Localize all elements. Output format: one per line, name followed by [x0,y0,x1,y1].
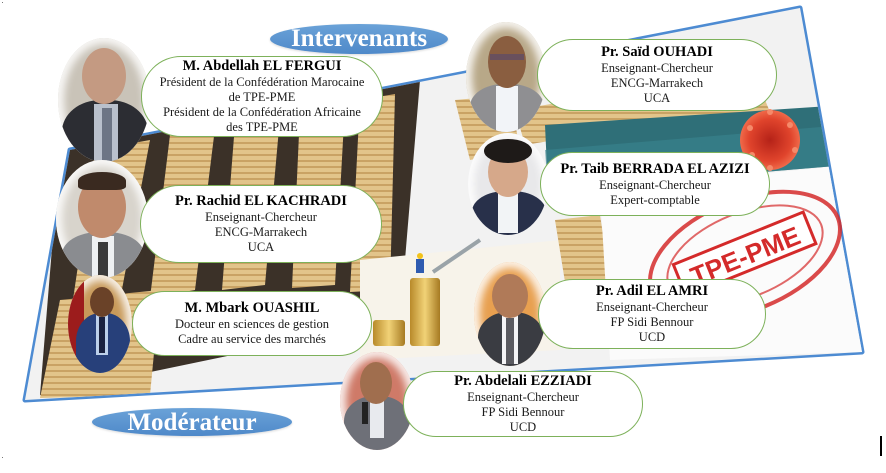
speaker-detail: de TPE-PME [228,90,296,104]
speaker-detail: ENCG-Marrakech [610,76,704,90]
speaker-detail: Enseignant-Chercheur [599,177,711,192]
speaker-detail: des TPE-PME [226,120,298,134]
speaker-detail: ENCG-Marrakech [214,225,308,239]
speaker-card-ouhadi: Pr. Saïd OUHADI Enseignant-Chercheur ENC… [537,39,777,111]
speaker-name: Pr. Adil EL AMRI [595,283,709,299]
speaker-detail: Enseignant-Chercheur [601,61,713,75]
speaker-card-berrada-el-azizi: Pr. Taib BERRADA EL AZIZI Enseignant-Che… [540,152,770,216]
speaker-card-ouashil: M. Mbark OUASHIL Docteur en sciences de … [132,291,372,356]
speakers-heading-banner: Intervenants [270,24,448,54]
speaker-detail: Président de la Confédération Marocaine [159,75,365,89]
moderator-detail: UCD [509,420,537,434]
moderator-detail: Enseignant-Chercheur [467,390,579,404]
speaker-detail: UCA [247,240,275,254]
speaker-photo-berrada-el-azizi [468,133,548,235]
speaker-name: Pr. Taib BERRADA EL AZIZI [560,160,750,177]
speaker-name: M. Abdellah EL FERGUI [182,58,342,74]
moderator-card-ezziadi: Pr. Abdelali EZZIADI Enseignant-Chercheu… [403,371,643,437]
text-cursor [880,436,882,456]
speaker-name: Pr. Rachid EL KACHRADI [175,193,347,209]
stray-pixel [2,2,3,3]
moderator-name: Pr. Abdelali EZZIADI [454,373,592,389]
speaker-name: M. Mbark OUASHIL [184,300,320,316]
coin-stacks [373,238,482,346]
speaker-photo-ouashil [68,275,132,373]
speaker-detail: Président de la Confédération Africaine [163,105,361,119]
speaker-card-el-amri: Pr. Adil EL AMRI Enseignant-Chercheur FP… [538,279,766,349]
stray-pixel [2,457,3,458]
speaker-detail: UCA [643,91,671,105]
speaker-detail: Cadre au service des marchés [178,332,326,346]
speaker-detail: Expert-comptable [610,192,700,207]
speaker-photo-el-fergui [58,38,150,162]
speaker-detail: Enseignant-Chercheur [205,210,317,224]
speaker-detail: UCD [638,330,666,344]
moderator-photo-ezziadi [340,352,414,450]
speaker-card-el-kachradi: Pr. Rachid EL KACHRADI Enseignant-Cherch… [140,185,382,263]
speaker-detail: Docteur en sciences de gestion [174,317,330,331]
moderator-heading-banner: Modérateur [92,408,292,436]
speaker-card-el-fergui: M. Abdellah EL FERGUI Président de la Co… [141,56,383,137]
speaker-photo-el-amri [474,262,546,366]
speaker-detail: FP Sidi Bennour [610,315,694,329]
speaker-photo-ouhadi [466,22,546,132]
speaker-name: Pr. Saïd OUHADI [601,44,713,60]
speaker-photo-el-kachradi [56,160,148,278]
moderator-detail: FP Sidi Bennour [481,405,565,419]
speaker-detail: Enseignant-Chercheur [596,300,708,314]
